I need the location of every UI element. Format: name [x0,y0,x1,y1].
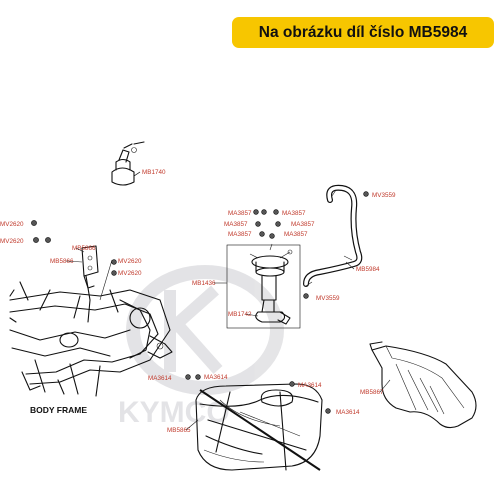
label-mb5866-2: MB5866 [50,258,74,265]
label-mv3559-top: MV3559 [372,192,396,199]
label-mb1742: MB1742 [228,311,252,318]
label-ma3857-2: MA3857 [282,210,306,217]
label-mv2620-1: MV2620 [0,221,24,228]
bracket-parts [81,245,99,289]
label-ma3857-4: MA3857 [291,221,315,228]
label-mb5865: MB5865 [167,427,191,434]
tank-cover-part [369,341,477,429]
label-ma3614-1: MA3614 [148,375,172,382]
fuel-hose-part [303,184,363,287]
label-ma3614-4: MA3614 [336,409,360,416]
label-ma3857-1: MA3857 [228,210,252,217]
label-mb5984: MB5984 [356,266,380,273]
watermark-logo: KYMCO [118,265,284,429]
fuel-tank-part [195,383,323,471]
label-mb5867: MB5867 [360,389,384,396]
label-mb1740: MB1740 [142,169,166,176]
label-ma3857-5: MA3857 [228,231,252,238]
label-mb5866-1: MB5866 [72,245,96,252]
label-ma3857-3: MA3857 [224,221,248,228]
label-mv2620-2: MV2620 [0,238,24,245]
hardware-fasteners [31,191,369,414]
part-number-banner: Na obrázku díl číslo MB5984 [232,17,494,48]
label-ma3614-2: MA3614 [204,374,228,381]
body-frame-label: BODY FRAME [30,405,87,415]
label-mv2620-3: MV2620 [118,258,142,265]
label-ma3614-3: MA3614 [298,382,322,389]
label-mb1436: MB1436 [192,280,216,287]
banner-text: Na obrázku díl číslo MB5984 [258,23,468,41]
label-ma3857-6: MA3857 [284,231,308,238]
fuel-cap-part [111,141,145,186]
label-mv3559-bottom: MV3559 [316,295,340,302]
leader-lines [65,171,391,431]
part-labels: MB1740 MV3559 MA3857 MA3857 MA3857 MA385… [0,169,396,434]
watermark-text: KYMCO [118,396,230,429]
label-mv2620-4: MV2620 [118,270,142,277]
body-frame-drawing [9,259,173,397]
